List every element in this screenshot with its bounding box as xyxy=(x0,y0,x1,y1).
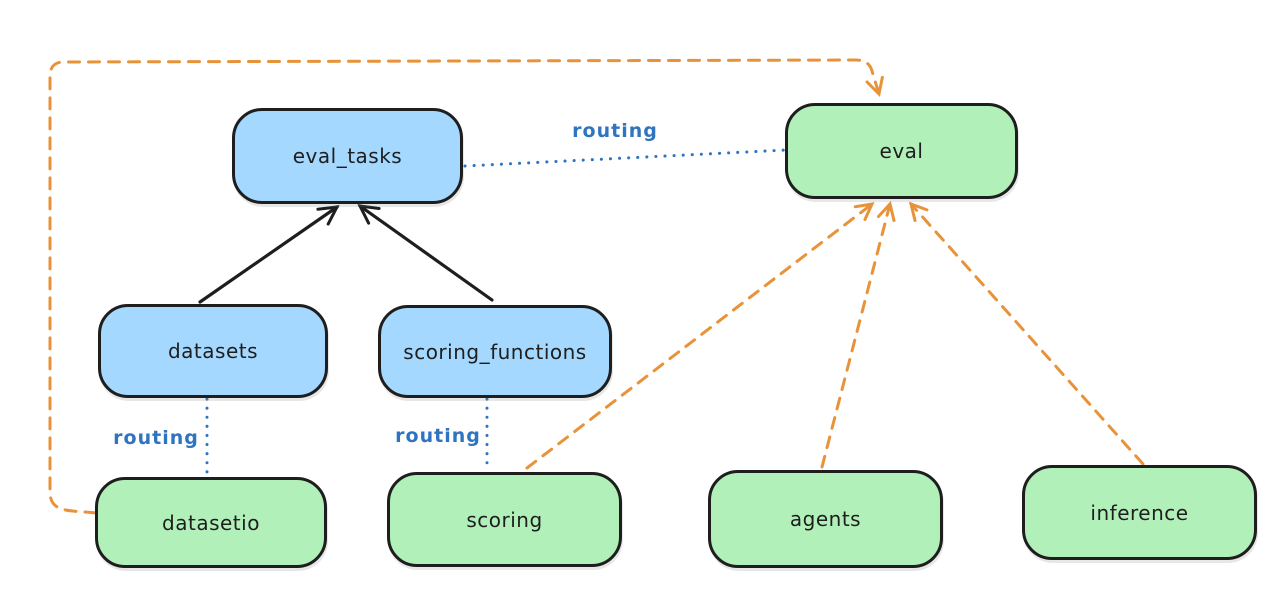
node-datasetio: datasetio xyxy=(95,477,327,568)
node-eval-tasks-label: eval_tasks xyxy=(292,144,403,168)
node-datasets-label: datasets xyxy=(167,339,259,363)
node-agents: agents xyxy=(708,470,943,568)
node-datasets: datasets xyxy=(98,304,328,398)
edge-label-routing-main: routing xyxy=(572,120,658,142)
node-inference-label: inference xyxy=(1090,500,1189,525)
node-inference: inference xyxy=(1022,465,1257,560)
node-eval: eval xyxy=(785,103,1018,199)
node-scoring-functions: scoring_functions xyxy=(378,305,612,398)
edge-evaltasks-eval-routing xyxy=(463,148,788,168)
edge-inference-eval xyxy=(908,201,1145,466)
node-agents-label: agents xyxy=(789,507,862,531)
node-scoring-label: scoring xyxy=(466,507,543,532)
node-eval-label: eval xyxy=(879,139,924,163)
edge-scoringfunctions-evaltasks xyxy=(357,204,494,302)
node-eval-tasks: eval_tasks xyxy=(232,108,463,204)
node-scoring: scoring xyxy=(387,472,622,567)
edge-datasetio-eval xyxy=(48,58,884,515)
edge-label-routing-scoring: routing xyxy=(395,425,481,447)
node-datasetio-label: datasetio xyxy=(162,510,260,535)
edge-datasets-evaltasks xyxy=(198,205,340,304)
edge-scoring-eval xyxy=(525,202,875,470)
node-scoring-functions-label: scoring_functions xyxy=(403,339,587,364)
edge-label-routing-datasetio: routing xyxy=(113,427,199,449)
edge-agents-eval xyxy=(820,200,896,469)
